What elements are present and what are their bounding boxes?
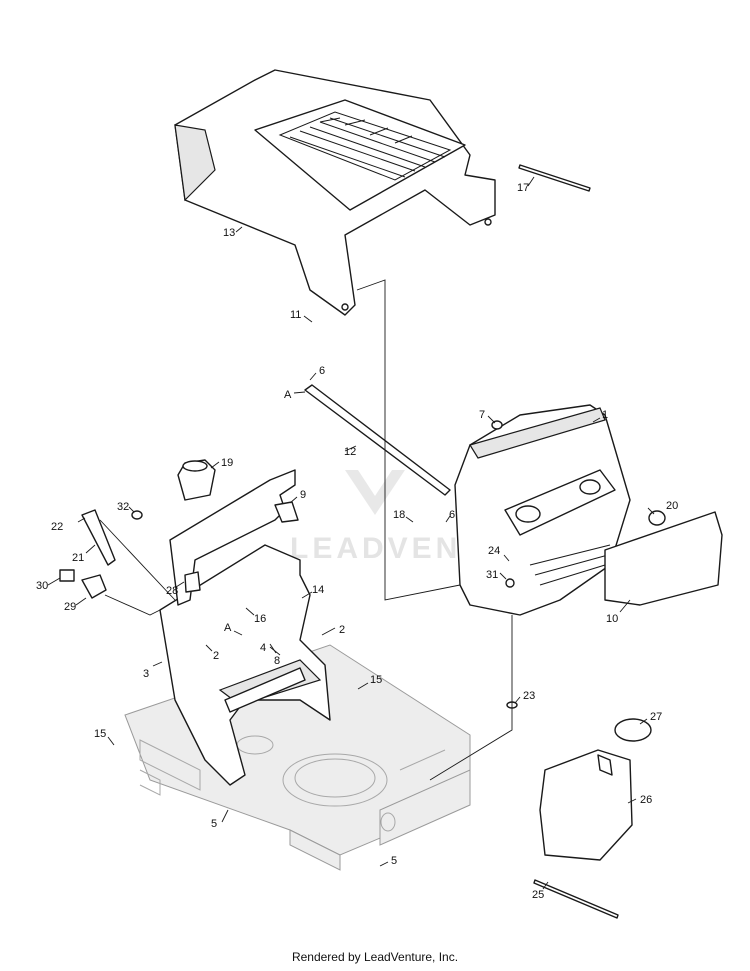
- callout-24: 24: [488, 545, 500, 557]
- tie-part-17: [518, 164, 591, 192]
- rod-part-12: [304, 384, 451, 496]
- callout-6b: 6: [449, 509, 455, 521]
- callout-8: 8: [274, 655, 280, 667]
- callout-5b: 5: [391, 855, 397, 867]
- callout-11: 11: [290, 309, 301, 321]
- callout-3: 3: [143, 668, 149, 680]
- callout-14: 14: [312, 584, 324, 596]
- reference-a-top: A: [284, 389, 292, 401]
- dash-panel-part-19: [169, 459, 296, 606]
- callout-21: 21: [72, 552, 84, 564]
- callout-23: 23: [523, 690, 535, 702]
- callout-labels: 1 2 2 3 4 5 5 6 6 7 8 9 10 11 12 13 14 1…: [36, 182, 678, 901]
- headlight-lens-part-10: [604, 511, 723, 606]
- callout-17: 17: [517, 182, 529, 194]
- callout-1: 1: [602, 409, 608, 421]
- callout-30: 30: [36, 580, 48, 592]
- fuel-tank-part-26: [539, 749, 633, 861]
- callout-12: 12: [344, 446, 356, 458]
- callout-10: 10: [606, 613, 618, 625]
- callout-25: 25: [532, 889, 544, 901]
- hood-part-13: [174, 69, 496, 316]
- bracket-part-28: [184, 571, 201, 593]
- harness-part-21: [81, 509, 116, 566]
- callout-4: 4: [260, 642, 266, 654]
- bulb-part-20: [648, 510, 666, 526]
- callout-20: 20: [666, 500, 678, 512]
- nut-part-7: [491, 420, 503, 430]
- callout-2b: 2: [213, 650, 219, 662]
- callout-9: 9: [300, 489, 306, 501]
- callout-5a: 5: [211, 818, 217, 830]
- bracket-part-9: [274, 501, 299, 523]
- key-part-30: [59, 569, 75, 582]
- callout-15b: 15: [94, 728, 106, 740]
- footer-credit: Rendered by LeadVenture, Inc.: [291, 950, 459, 964]
- tie-part-25: [533, 879, 619, 919]
- callout-18: 18: [393, 509, 405, 521]
- nose-part-1: [454, 404, 631, 616]
- assembly-line-hood: [356, 279, 461, 601]
- callout-15a: 15: [370, 674, 382, 686]
- callout-16: 16: [254, 613, 266, 625]
- callout-32: 32: [117, 501, 129, 513]
- tank-neck: [597, 754, 613, 776]
- assembly-line-tank: [429, 615, 513, 781]
- callout-26: 26: [640, 794, 652, 806]
- fuel-cap-part-27: [614, 718, 652, 742]
- callout-27: 27: [650, 711, 662, 723]
- dash-part-14: [159, 544, 331, 786]
- assembly-line-switch: [104, 594, 161, 616]
- assembly-line-harness: [99, 519, 176, 601]
- grommet-part-32: [131, 510, 143, 520]
- callout-22: 22: [51, 521, 63, 533]
- callout-7: 7: [479, 409, 485, 421]
- callout-19: 19: [221, 457, 233, 469]
- ignition-switch-part-29: [81, 574, 107, 599]
- callout-13: 13: [223, 227, 235, 239]
- reference-a-bottom: A: [224, 622, 232, 634]
- callout-28: 28: [166, 585, 178, 597]
- callout-29: 29: [64, 601, 76, 613]
- callout-6a: 6: [319, 365, 325, 377]
- callout-2a: 2: [339, 624, 345, 636]
- callout-31: 31: [486, 569, 498, 581]
- callout-leaders: [47, 176, 655, 890]
